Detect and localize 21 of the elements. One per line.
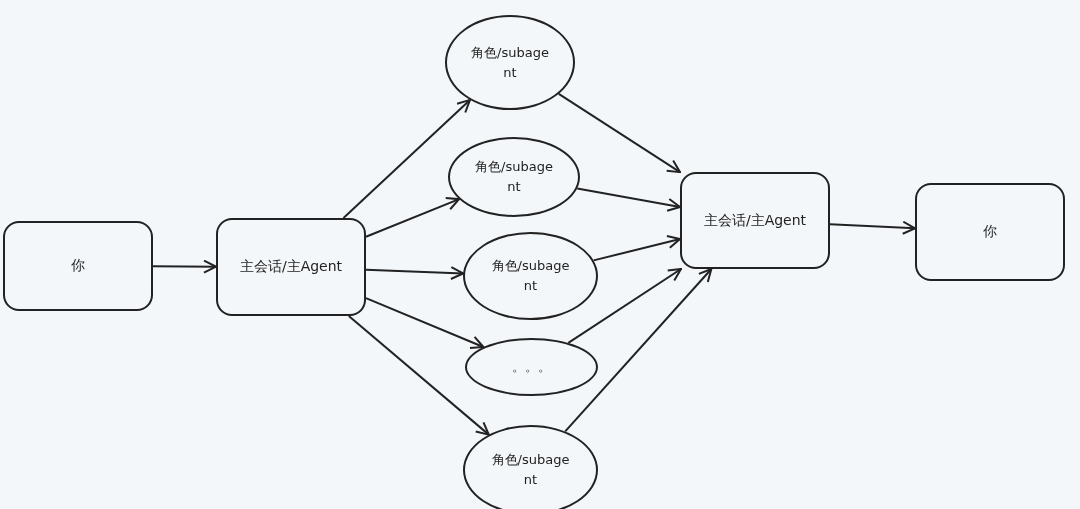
arrow [557, 92, 681, 174]
arrow [365, 297, 485, 349]
arrow [347, 315, 490, 436]
arrow [576, 187, 681, 212]
arrow [592, 235, 681, 262]
process-box: 你 [915, 183, 1065, 281]
arrow [365, 266, 465, 280]
process-box: 你 [3, 221, 153, 311]
arrow [365, 197, 461, 238]
arrow [564, 268, 713, 433]
ellipse-node: 角色/subagent [445, 15, 575, 110]
arrow [152, 259, 217, 274]
ellipse-node: 。。。 [465, 338, 598, 396]
ellipse-node: 角色/subagent [448, 137, 580, 217]
process-box: 主会话/主Agent [216, 218, 366, 316]
ellipse-node: 角色/subagent [463, 232, 598, 320]
arrow [567, 268, 682, 344]
ellipse-node: 角色/subagent [463, 425, 598, 509]
arrow [829, 220, 916, 235]
arrow [342, 98, 471, 219]
process-box: 主会话/主Agent [680, 172, 830, 269]
